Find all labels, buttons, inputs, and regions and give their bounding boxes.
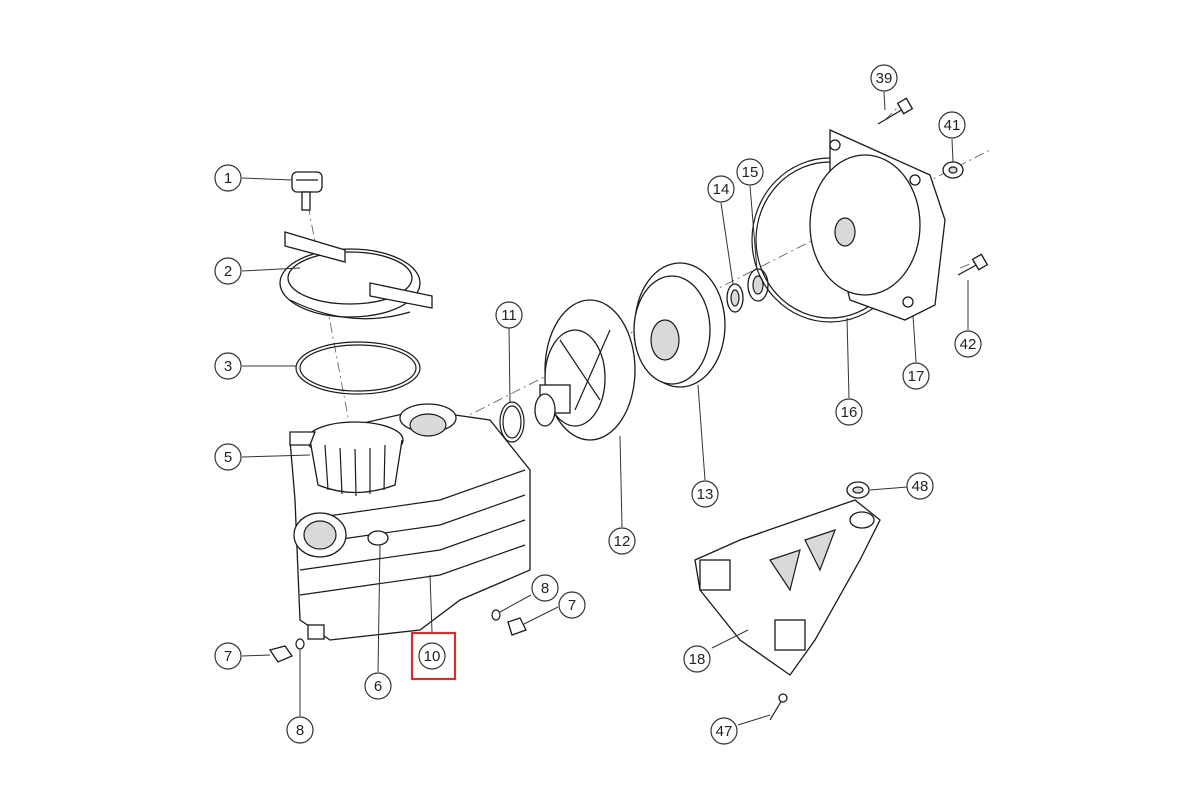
callout-label: 10 (424, 648, 441, 665)
part-3-lid-o-ring (295, 341, 421, 395)
part-8-o-ring-right (491, 609, 501, 621)
callout-label: 8 (296, 722, 304, 739)
callout-8-left: 8 (286, 716, 314, 744)
part-2-strainer-lid (279, 231, 433, 320)
callout-12: 12 (608, 527, 636, 555)
callout-14: 14 (707, 175, 735, 203)
callout-7-right: 7 (558, 591, 586, 619)
callout-label: 1 (224, 170, 232, 187)
highlight-box (410, 631, 457, 681)
callout-label: 3 (224, 358, 232, 375)
callout-16: 16 (835, 398, 863, 426)
part-13-impeller (633, 262, 726, 388)
callout-label: 8 (541, 580, 549, 597)
part-18-motor-support (694, 499, 881, 676)
callout-label: 2 (224, 263, 232, 280)
part-17-seal-plate (809, 128, 946, 321)
leader-lines (241, 91, 969, 726)
part-39-bolt (877, 97, 914, 125)
part-48-grommet (846, 481, 870, 499)
callout-3: 3 (214, 352, 242, 380)
callout-label: 48 (912, 478, 929, 495)
callout-11: 11 (495, 301, 523, 329)
callout-label: 12 (614, 533, 631, 550)
callout-label: 47 (716, 723, 733, 740)
part-7-drain-plug-right (507, 617, 527, 636)
callout-18: 18 (683, 645, 711, 673)
callout-label: 5 (224, 449, 232, 466)
callout-label: 18 (689, 651, 706, 668)
callout-2: 2 (214, 257, 242, 285)
part-11-diffuser-o-ring (499, 401, 525, 443)
callout-8-right: 8 (531, 574, 559, 602)
callout-label: 16 (841, 404, 858, 421)
callout-10: 10 (418, 642, 446, 670)
callout-41: 41 (938, 111, 966, 139)
callout-13: 13 (691, 480, 719, 508)
callout-label: 6 (374, 678, 382, 695)
part-47-screw (769, 693, 788, 721)
callout-label: 14 (713, 181, 730, 198)
part-6-side-fitting (367, 530, 389, 546)
callout-label: 17 (908, 368, 925, 385)
callout-48: 48 (906, 472, 934, 500)
callout-5: 5 (214, 443, 242, 471)
part-1-lid-knob (291, 171, 323, 211)
callout-label: 42 (960, 336, 977, 353)
callout-label: 39 (876, 70, 893, 87)
part-7-drain-plug-left (268, 645, 293, 663)
callout-1: 1 (214, 164, 242, 192)
callout-label: 15 (742, 164, 759, 181)
callout-label: 13 (697, 486, 714, 503)
part-41-washer (942, 161, 964, 179)
callout-47: 47 (710, 717, 738, 745)
callout-label: 7 (568, 597, 576, 614)
callout-17: 17 (902, 362, 930, 390)
part-5-strainer-basket (289, 421, 404, 497)
callout-label: 41 (944, 117, 961, 134)
callout-label: 7 (224, 648, 232, 665)
part-8-o-ring-left (295, 638, 305, 650)
callout-6: 6 (364, 672, 392, 700)
callout-7-left: 7 (214, 642, 242, 670)
callout-label: 11 (501, 307, 517, 324)
callout-42: 42 (954, 330, 982, 358)
part-42-bolt (957, 253, 989, 276)
callout-15: 15 (736, 158, 764, 186)
part-12-diffuser (534, 299, 636, 441)
part-14-seal (726, 283, 744, 313)
part-15-seal-ring (747, 268, 769, 302)
callout-39: 39 (870, 64, 898, 92)
